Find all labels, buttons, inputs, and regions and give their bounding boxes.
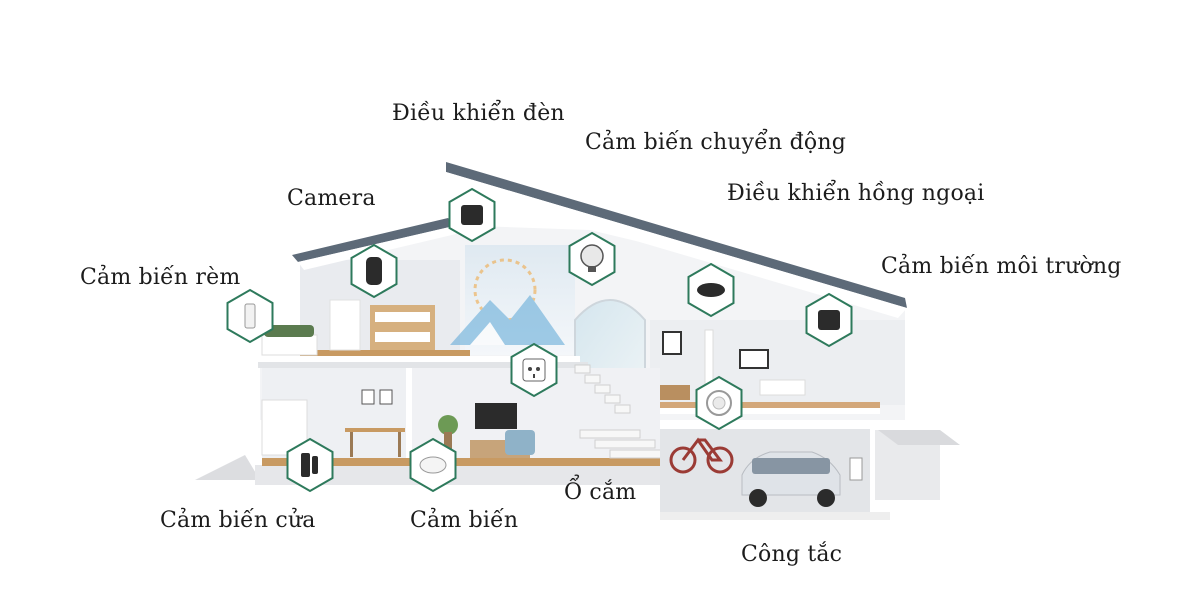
house-base [195,430,960,500]
planter [261,334,318,356]
motion-sensor-icon [568,231,616,287]
watermark-logo [450,258,565,345]
camera-icon [350,243,398,299]
switch-icon [695,375,743,431]
bunk-bed [329,299,435,351]
label-ir-control: Điều khiển hồng ngoại [727,181,985,206]
env-sensor-icon [805,292,853,348]
smart-hub-icon [448,187,496,243]
sensor-icon [409,437,457,493]
garage [660,423,890,520]
socket-icon [510,342,558,398]
label-env-sensor: Cảm biến môi trường [881,254,1122,279]
hedge [264,325,314,337]
curtain-sensor-icon [226,288,274,344]
label-camera: Camera [287,186,376,211]
label-socket: Ổ cắm [564,480,637,505]
label-motion-sensor: Cảm biến chuyển động [585,130,846,155]
label-door-sensor: Cảm biến cửa [160,508,316,533]
label-light-control: Điều khiển đèn [392,101,565,126]
living-room [438,403,535,458]
ir-remote-icon [687,262,735,318]
staircase [574,364,666,459]
label-sensor: Cảm biến [410,508,519,533]
label-curtain-sensor: Cảm biến rèm [80,265,241,290]
roof [292,162,907,318]
upper-right-room [660,329,806,401]
device-markers [226,187,853,493]
door-sensor-icon [286,437,334,493]
label-switch: Công tắc [741,542,843,567]
dining-room [261,389,405,457]
